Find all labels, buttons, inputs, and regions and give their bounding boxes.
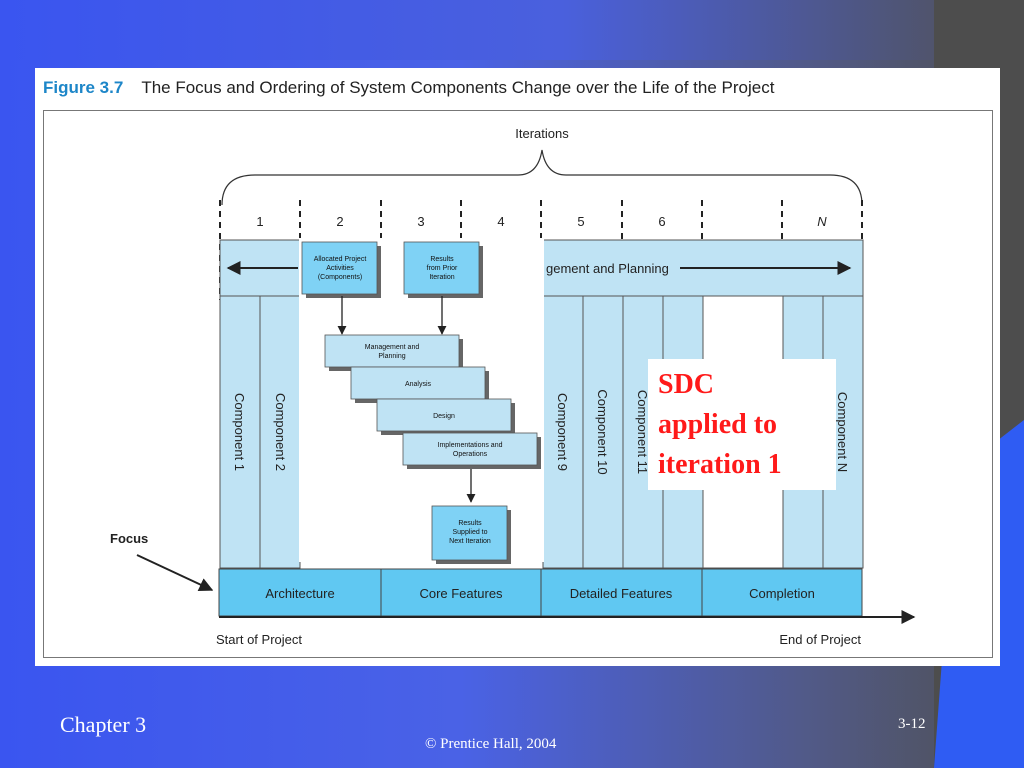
step-label: Management and (365, 344, 420, 351)
slide-background-top (0, 0, 1024, 60)
component-label: Component 2 (273, 393, 288, 471)
results-next-line: Supplied to (452, 529, 487, 536)
figure-title: The Focus and Ordering of System Compone… (141, 78, 775, 97)
iteration-number: 5 (577, 214, 584, 229)
phase-label: Architecture (265, 586, 334, 601)
iteration-number: 2 (336, 214, 343, 229)
iteration-number: 6 (658, 214, 665, 229)
phase-label: Core Features (419, 586, 503, 601)
allocated-activities-box (301, 241, 378, 295)
results-prior-line: Iteration (429, 274, 454, 281)
management-band-label: gement and Planning (546, 261, 669, 276)
allocated-activities-line: Allocated Project (314, 256, 367, 263)
results-prior-iteration-box (403, 241, 480, 295)
step-implementation-operations (402, 432, 538, 466)
results-next-line: Results (458, 520, 482, 527)
results-prior-line: Results (430, 256, 454, 263)
component-label: Component N (835, 392, 850, 472)
component-label: Component 11 (635, 390, 650, 474)
step-label: Implementations and (438, 442, 503, 449)
focus-label: Focus (110, 531, 148, 546)
iteration-number: 1 (256, 214, 263, 229)
component-label: Component 1 (232, 393, 247, 471)
figure-number: Figure 3.7 (43, 78, 124, 97)
results-prior-line: from Prior (427, 265, 458, 272)
figure-heading: Figure 3.7 The Focus and Ordering of Syst… (43, 78, 993, 100)
callout-line: iteration 1 (658, 449, 782, 480)
callout-line: SDC (658, 369, 715, 400)
step-label: Design (433, 413, 455, 420)
footer-copyright: © Prentice Hall, 2004 (425, 736, 557, 752)
sdc-callout: SDC applied to iteration 1 (648, 359, 836, 490)
phase-label: Completion (749, 586, 815, 601)
step-design (376, 398, 512, 432)
figure-frame (43, 110, 993, 658)
allocated-activities-line: (Components) (318, 274, 362, 281)
footer-page-number: 3-12 (898, 716, 926, 732)
step-management-planning (324, 334, 460, 368)
focus-arrow (136, 554, 214, 592)
iterations-label: Iterations (515, 126, 569, 141)
phase-label: Detailed Features (570, 586, 673, 601)
end-of-project-label: End of Project (779, 632, 861, 647)
start-of-project-label: Start of Project (216, 632, 302, 647)
iteration-number: 4 (497, 214, 504, 229)
component-label: Component 9 (555, 393, 570, 471)
iteration-number: 3 (417, 214, 424, 229)
iteration-number: N (817, 214, 827, 229)
callout-line: applied to (658, 409, 778, 440)
footer-chapter: Chapter 3 (60, 712, 147, 737)
component-label: Component 10 (595, 389, 610, 474)
allocated-activities-line: Activities (326, 265, 354, 272)
step-label: Planning (378, 353, 405, 360)
results-next-iteration-box (431, 505, 508, 561)
iterations-brace (221, 149, 863, 206)
results-next-line: Next Iteration (449, 538, 491, 545)
step-label: Analysis (405, 381, 432, 388)
phase-band (218, 568, 863, 617)
step-label: Operations (453, 451, 488, 458)
step-analysis (350, 366, 486, 400)
